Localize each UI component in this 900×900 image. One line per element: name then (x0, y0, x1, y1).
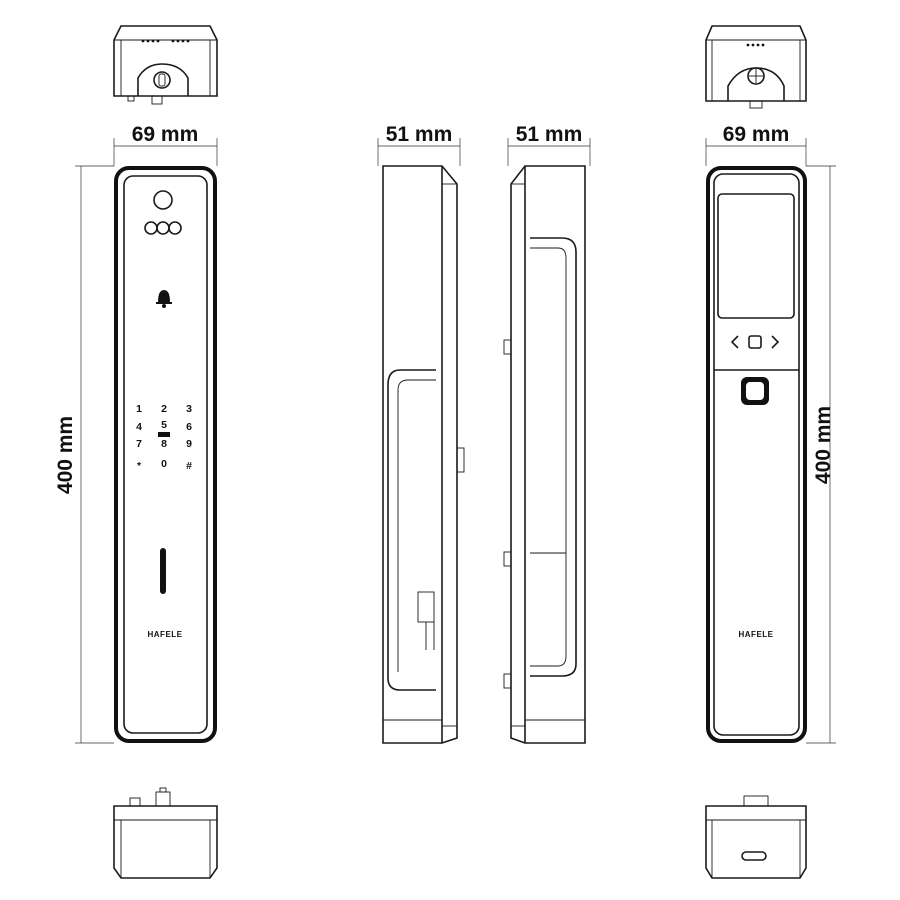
chevron-right-icon[interactable] (771, 335, 780, 349)
top-view-front (113, 25, 218, 105)
key-card-slot-icon (160, 548, 166, 594)
key-7[interactable]: 7 (136, 438, 142, 450)
key-star[interactable]: * (137, 460, 142, 472)
key-9[interactable]: 9 (186, 438, 192, 450)
top-vent-dots-icon (746, 43, 765, 47)
key-0[interactable]: 0 (161, 458, 167, 470)
back-brand-logo: HAFELE (739, 630, 774, 639)
key-5[interactable]: 5 (161, 419, 167, 431)
keypad-indicator-icon (158, 432, 170, 437)
side-view-left (382, 165, 465, 744)
doorbell-icon (156, 290, 172, 308)
side-right-depth-label: 51 mm (516, 123, 583, 146)
key-1[interactable]: 1 (136, 403, 142, 415)
bottom-view-front (113, 787, 218, 879)
camera-lens-icon (153, 190, 173, 210)
back-view: HAFELE (706, 166, 807, 743)
display-screen (717, 193, 795, 319)
top-vent-dots-icon (141, 39, 190, 43)
top-view-back (705, 25, 807, 109)
back-width-label: 69 mm (723, 123, 790, 146)
key-8[interactable]: 8 (161, 438, 167, 450)
keypad: 1 2 3 4 5 6 7 8 9 * 0 # (136, 403, 192, 472)
key-hash[interactable]: # (186, 460, 192, 472)
front-height-label: 400 mm (54, 416, 77, 494)
key-6[interactable]: 6 (186, 421, 192, 433)
front-width-label: 69 mm (132, 123, 199, 146)
nav-buttons (730, 335, 780, 349)
sensor-trio-icon (144, 221, 182, 235)
bottom-view-back (705, 795, 807, 879)
key-3[interactable]: 3 (186, 403, 192, 415)
chevron-left-icon[interactable] (730, 335, 739, 349)
front-brand-logo: HAFELE (148, 630, 183, 639)
front-view: 1 2 3 4 5 6 7 8 9 * 0 # HAFELE (114, 166, 217, 743)
back-height-label: 400 mm (812, 406, 835, 484)
side-view-right (503, 165, 586, 744)
cylinder-icon (153, 71, 171, 89)
thumb-turn-icon (747, 67, 765, 85)
battery-port-icon (741, 851, 767, 861)
side-left-depth-label: 51 mm (386, 123, 453, 146)
key-4[interactable]: 4 (136, 421, 142, 433)
dimension-lines (75, 138, 836, 744)
home-square-icon[interactable] (748, 335, 762, 349)
key-2[interactable]: 2 (161, 403, 167, 415)
